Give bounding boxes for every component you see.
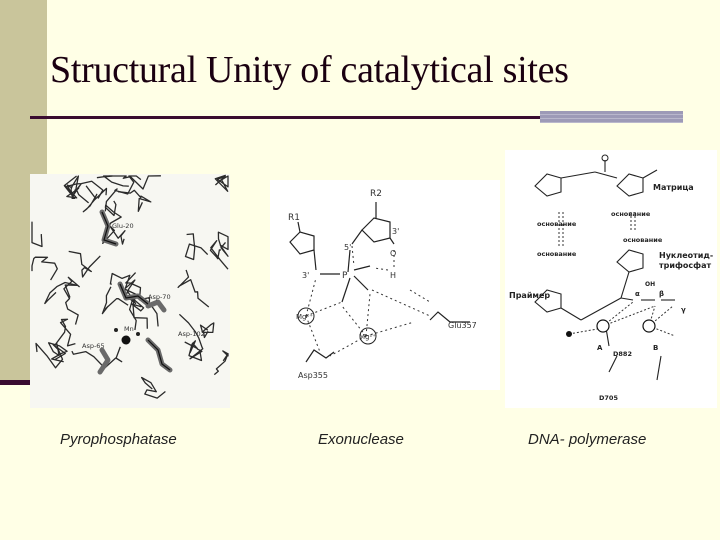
backbone-strand — [47, 342, 68, 363]
backbone-strand — [31, 256, 58, 281]
metal-ion-a-circle — [596, 319, 610, 333]
mg-ion-b-circle — [359, 327, 377, 345]
label-ntp-line2: трифосфат — [659, 261, 711, 270]
label-d705: D705 — [599, 394, 618, 402]
pyrophosphatase-drawing: Glu-20 Asp-70 Asp-102 Mn Asp-65 — [30, 174, 230, 408]
label-beta: β — [659, 290, 664, 298]
residue-label-mn: Mn — [124, 325, 134, 333]
label-ntp-line1: Нуклеотид- — [659, 251, 713, 260]
label-metal-b: B — [653, 344, 658, 352]
exonuclease-scheme-image: R1 R2 3' 5' 3' O H P Mg²⁺ Mg²⁺ Glu357 As… — [270, 180, 500, 390]
backbone-strand — [184, 340, 203, 362]
label-glu357: Glu357 — [448, 321, 477, 330]
backbone-strand — [96, 175, 161, 190]
backbone-strand — [184, 233, 209, 261]
label-asp355: Asp355 — [298, 371, 328, 380]
side-accent-notch — [0, 380, 33, 385]
title-rule-dark — [30, 116, 540, 119]
backbone-strand — [177, 269, 210, 308]
backbone-strand — [104, 200, 122, 235]
slide-title: Structural Unity of catalytical sites — [50, 49, 569, 91]
label-base-2: основание — [611, 210, 651, 218]
backbone-strand — [31, 221, 43, 248]
caption-dna-polymerase: DNA- polymerase — [528, 431, 647, 448]
pyrophosphatase-structure-image: Glu-20 Asp-70 Asp-102 Mn Asp-65 — [30, 174, 230, 408]
label-o: O — [390, 249, 396, 258]
backbone-strand — [68, 250, 101, 278]
exonuclease-drawing: R1 R2 3' 5' 3' O H P Mg²⁺ Mg²⁺ Glu357 As… — [270, 180, 500, 390]
title-rule-light — [540, 111, 683, 123]
dna-polymerase-drawing: Матрица основание основание основание ос… — [505, 150, 717, 408]
label-alpha: α — [635, 290, 640, 298]
backbone-strand — [109, 272, 136, 300]
backbone-strand — [44, 281, 78, 305]
label-base-1: основание — [537, 220, 577, 228]
residue-label-asp65: Asp-65 — [82, 342, 105, 350]
backbone-strand — [35, 342, 66, 369]
label-3prime-a: 3' — [302, 271, 309, 280]
label-template: Матрица — [653, 183, 694, 192]
label-base-3: основание — [537, 250, 577, 258]
label-h: H — [390, 271, 396, 280]
backbone-strand — [213, 350, 229, 376]
backbone-strand — [104, 175, 142, 212]
label-mg-b: Mg²⁺ — [359, 333, 376, 341]
residue-label-glu20: Glu-20 — [112, 222, 134, 230]
backbone-strand — [118, 189, 152, 212]
backbone-strand — [217, 231, 229, 257]
backbone-strand — [63, 175, 90, 204]
backbone-strand — [199, 322, 215, 339]
caption-exonuclease: Exonuclease — [318, 431, 404, 448]
residue-label-asp102: Asp-102 — [178, 330, 205, 338]
backbone-strand — [214, 174, 229, 192]
backbone-strand — [140, 376, 166, 399]
dna-polymerase-scheme-image: Матрица основание основание основание ос… — [505, 150, 717, 408]
backbone-strand — [178, 313, 204, 360]
label-metal-a: A — [597, 344, 603, 352]
label-p: P — [342, 271, 348, 281]
label-oh: OH — [645, 281, 655, 288]
backbone-strand — [209, 240, 229, 270]
label-3prime-b: 3' — [392, 227, 399, 236]
label-base-4: основание — [623, 236, 663, 244]
label-primer: Праймер — [509, 291, 550, 300]
metal-ion-sphere — [121, 335, 131, 345]
backbone-strand — [54, 318, 76, 347]
mg-ion-a-circle — [297, 307, 315, 325]
backbone-strand — [101, 286, 129, 315]
metal-ion-b-circle — [642, 319, 656, 333]
backbone-strand — [63, 276, 81, 325]
label-r2: R2 — [370, 189, 382, 199]
label-d882: D882 — [613, 350, 632, 358]
residue-label-asp70: Asp-70 — [148, 293, 171, 301]
label-gamma: γ — [681, 306, 686, 314]
caption-pyrophosphatase: Pyrophosphatase — [60, 431, 177, 448]
label-r1: R1 — [288, 213, 300, 223]
label-mg-a: Mg²⁺ — [296, 313, 313, 321]
label-5prime: 5' — [344, 243, 351, 252]
